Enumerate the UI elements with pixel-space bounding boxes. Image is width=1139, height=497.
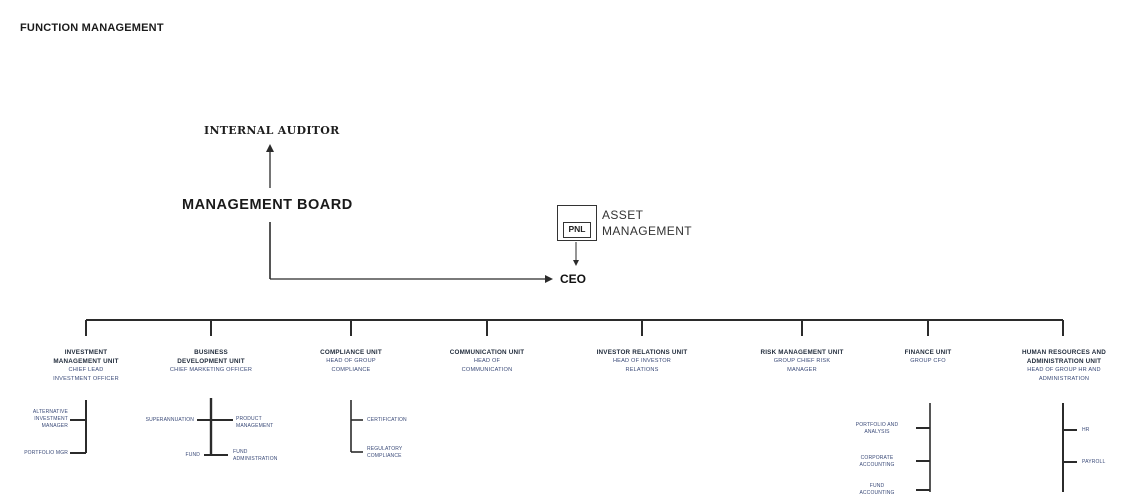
unit-name: COMMUNICATION UNIT (449, 349, 525, 356)
business-development-unit: BUSINESS DEVELOPMENT UNIT CHIEF MARKETIN… (146, 348, 276, 375)
unit-name: HUMAN RESOURCES AND (1021, 349, 1107, 356)
sub-unit-line: PRODUCT (236, 416, 262, 422)
sub-unit-line: MANAGEMENT (236, 423, 274, 429)
sub-unit-payroll: PAYROLL (1082, 459, 1132, 466)
asset-label-line1: ASSET (602, 208, 644, 222)
sub-unit-line: REGULATORY (367, 446, 403, 452)
unit-name: MANAGEMENT UNIT (53, 358, 119, 365)
ceo-box: CEO (560, 272, 587, 286)
communication-unit: COMMUNICATION UNIT HEAD OF COMMUNICATION (417, 348, 557, 375)
sub-unit-superannuation: SUPERANNUATION (124, 417, 194, 424)
unit-head: ADMINISTRATION (1038, 376, 1090, 382)
unit-name: RISK MANAGEMENT UNIT (760, 349, 844, 356)
sub-unit-line: FUND (233, 449, 248, 455)
unit-head: CHIEF LEAD (68, 367, 104, 373)
unit-head: INVESTMENT OFFICER (53, 376, 119, 382)
hr-administration-unit: HUMAN RESOURCES AND ADMINISTRATION UNIT … (998, 348, 1130, 384)
sub-unit-fund: FUND (150, 452, 200, 459)
sub-unit-line: PORTFOLIO AND (855, 422, 899, 428)
unit-name: DEVELOPMENT UNIT (177, 358, 245, 365)
sub-unit-certification: CERTIFICATION (367, 417, 437, 424)
sub-unit-product-management: PRODUCT MANAGEMENT (236, 416, 296, 430)
sub-unit-regulatory-compliance: REGULATORY COMPLIANCE (367, 446, 437, 460)
sub-unit-line: MANAGER (41, 423, 68, 429)
unit-name: FINANCE UNIT (904, 349, 952, 356)
sub-unit-alternative-investment: ALTERNATIVE INVESTMENT MANAGER (6, 409, 68, 430)
sub-unit-portfolio-analysis: PORTFOLIO AND ANALYSIS (842, 422, 912, 436)
finance-unit: FINANCE UNIT GROUP CFO (878, 348, 978, 366)
unit-name: BUSINESS (194, 349, 228, 356)
unit-head: COMPLIANCE (331, 367, 371, 373)
unit-name: INVESTOR RELATIONS UNIT (596, 349, 688, 356)
unit-head: COMMUNICATION (461, 367, 513, 373)
sub-unit-fund-administration: FUND ADMINISTRATION (233, 449, 297, 463)
internal-auditor-box: INTERNAL AUDITOR (204, 124, 340, 137)
sub-unit-line: ADMINISTRATION (233, 456, 278, 462)
sub-unit-line: CERTIFICATION (367, 417, 407, 423)
page-title: FUNCTION MANAGEMENT (20, 22, 164, 34)
risk-management-unit: RISK MANAGEMENT UNIT GROUP CHIEF RISK MA… (732, 348, 872, 375)
unit-head: GROUP CFO (910, 358, 946, 364)
sub-unit-line: SUPERANNUATION (145, 417, 194, 423)
sub-unit-line: ALTERNATIVE (32, 409, 68, 415)
unit-head: HEAD OF INVESTOR (612, 358, 672, 364)
sub-unit-line: COMPLIANCE (367, 453, 402, 459)
unit-name: INVESTMENT (64, 349, 108, 356)
sub-unit-line: INVESTMENT (34, 416, 68, 422)
sub-unit-line: HR (1082, 427, 1090, 433)
sub-unit-hr: HR (1082, 427, 1122, 434)
unit-head: RELATIONS (625, 367, 659, 373)
management-board-box: MANAGEMENT BOARD (182, 197, 353, 213)
sub-unit-line: CORPORATE (860, 455, 894, 461)
unit-name: ADMINISTRATION UNIT (1026, 358, 1102, 365)
unit-head: HEAD OF (473, 358, 501, 364)
asset-management-label: ASSET MANAGEMENT (602, 207, 692, 239)
sub-unit-line: ANALYSIS (864, 429, 890, 435)
unit-head: CHIEF MARKETING OFFICER (169, 367, 253, 373)
unit-head: MANAGER (787, 367, 817, 373)
sub-unit-portfolio-mgr: PORTFOLIO MGR (6, 450, 68, 457)
sub-unit-line: ACCOUNTING (859, 462, 895, 468)
asset-label-line2: MANAGEMENT (602, 224, 693, 238)
sub-unit-corporate-accounting: CORPORATE ACCOUNTING (842, 455, 912, 469)
sub-unit-line: PORTFOLIO MGR (24, 450, 68, 456)
investor-relations-unit: INVESTOR RELATIONS UNIT HEAD OF INVESTOR… (567, 348, 717, 375)
sub-unit-fund-accounting: FUND ACCOUNTING (842, 483, 912, 497)
sub-unit-line: ACCOUNTING (859, 490, 895, 496)
compliance-unit: COMPLIANCE UNIT HEAD OF GROUP COMPLIANCE (291, 348, 411, 375)
unit-name: COMPLIANCE UNIT (320, 349, 382, 356)
unit-head: HEAD OF GROUP (326, 358, 376, 364)
investment-management-unit: INVESTMENT MANAGEMENT UNIT CHIEF LEAD IN… (26, 348, 146, 384)
sub-unit-line: PAYROLL (1082, 459, 1106, 465)
unit-head: GROUP CHIEF RISK (773, 358, 831, 364)
sub-unit-line: FUND (869, 483, 885, 489)
logo-text: PNL (563, 222, 591, 238)
asset-management-logo: PNL (557, 205, 597, 241)
unit-head: HEAD OF GROUP HR AND (1027, 367, 1101, 373)
sub-unit-line: FUND (185, 452, 200, 458)
